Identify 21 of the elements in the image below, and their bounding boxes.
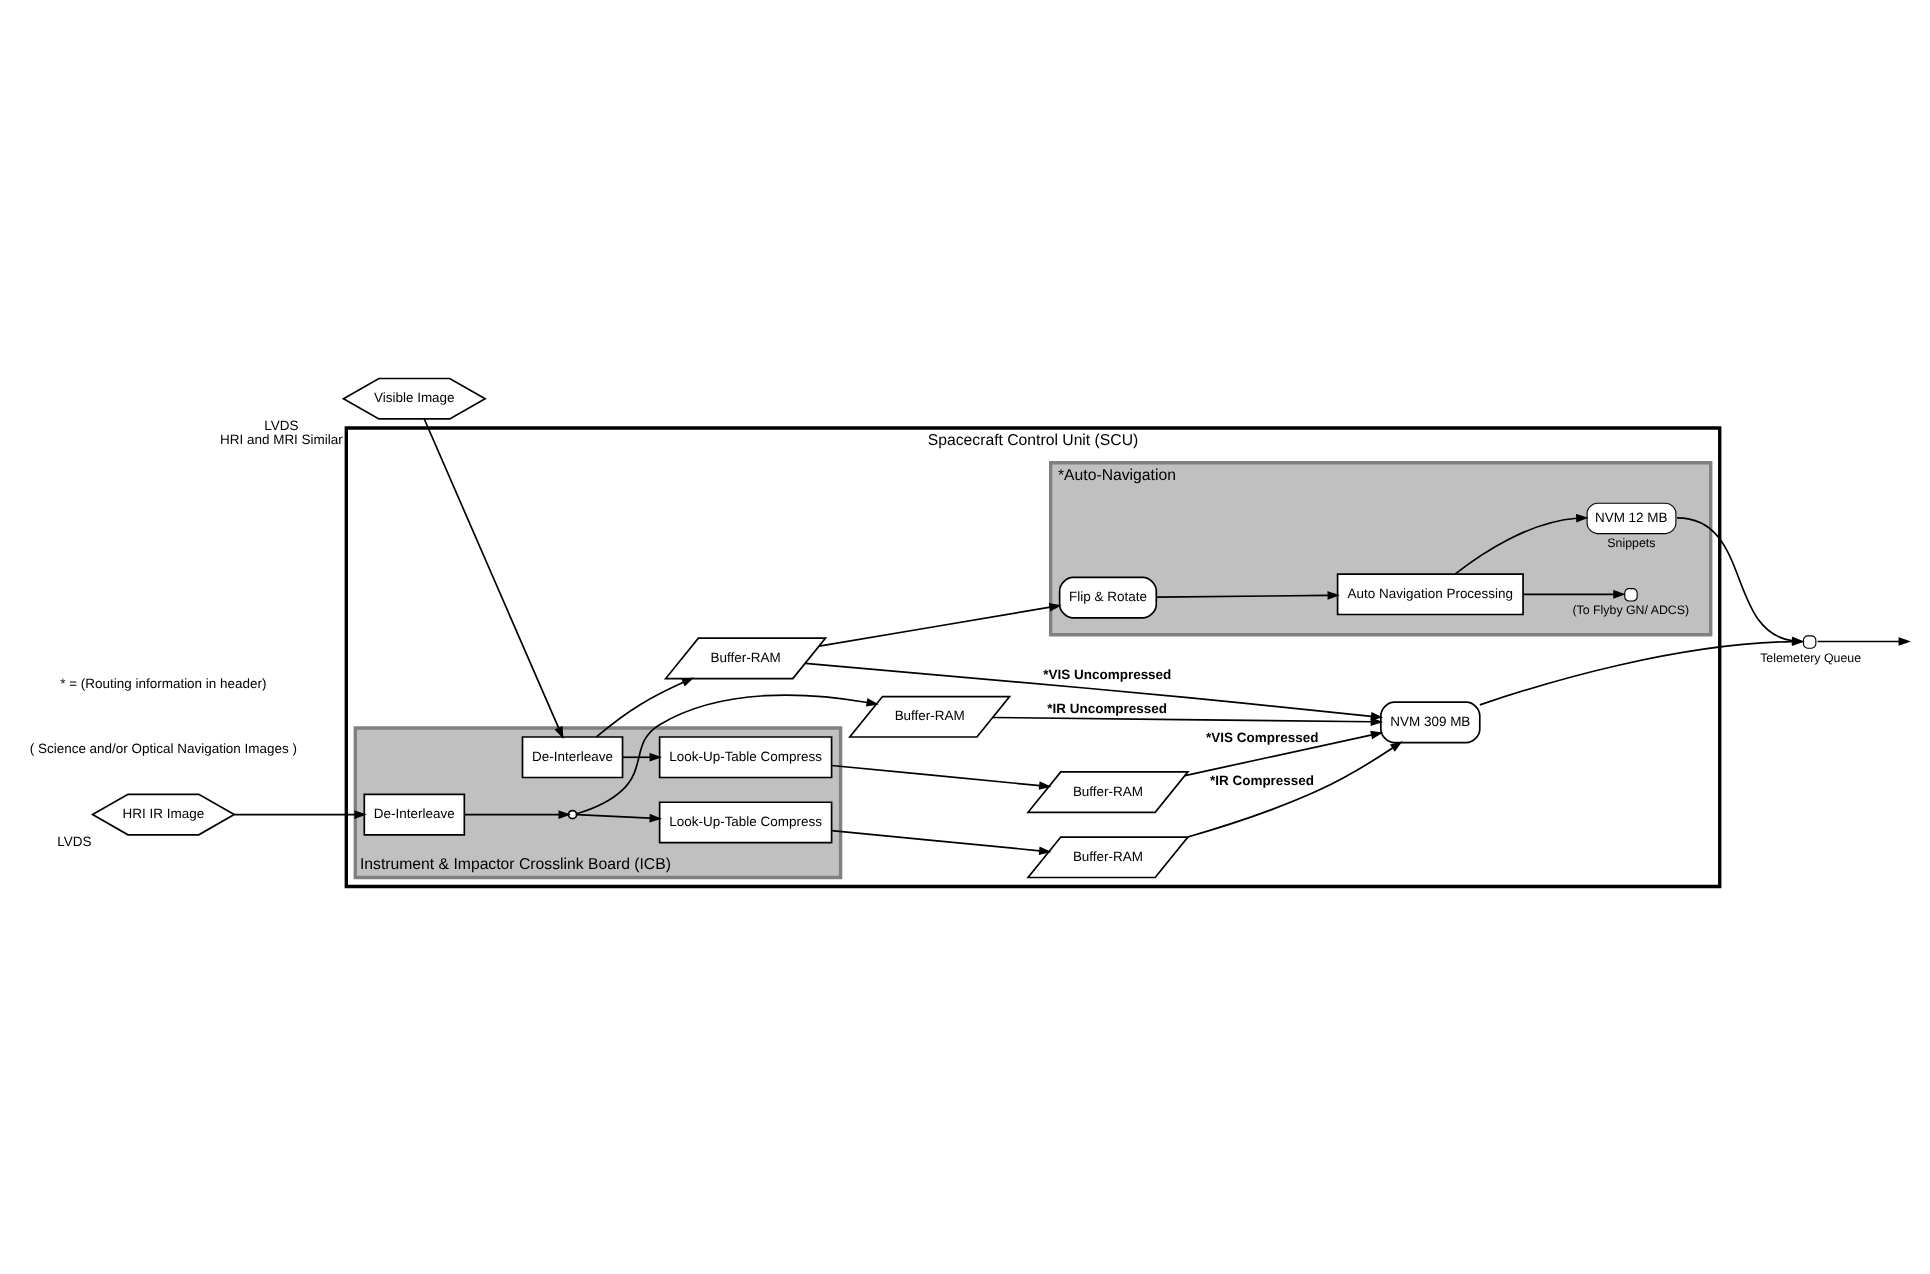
arrow [575, 813, 662, 823]
arrow [1676, 517, 1805, 646]
arrow [1816, 637, 1911, 646]
arrow [830, 764, 1052, 790]
node-switch [567, 809, 578, 820]
arrow [992, 716, 1384, 727]
arrow [804, 662, 1384, 721]
arrow [621, 752, 662, 762]
arrow [818, 603, 1062, 647]
arrow [463, 810, 571, 819]
arrow [575, 694, 879, 815]
arrow [233, 810, 367, 819]
arrow [1186, 741, 1403, 838]
arrow [830, 829, 1052, 856]
arrow [1184, 730, 1384, 777]
arrow [1454, 513, 1589, 575]
arrow [595, 677, 695, 738]
arrow [1155, 591, 1340, 600]
arrow [1522, 589, 1626, 599]
arrow [1479, 637, 1805, 706]
arrow [423, 418, 564, 740]
